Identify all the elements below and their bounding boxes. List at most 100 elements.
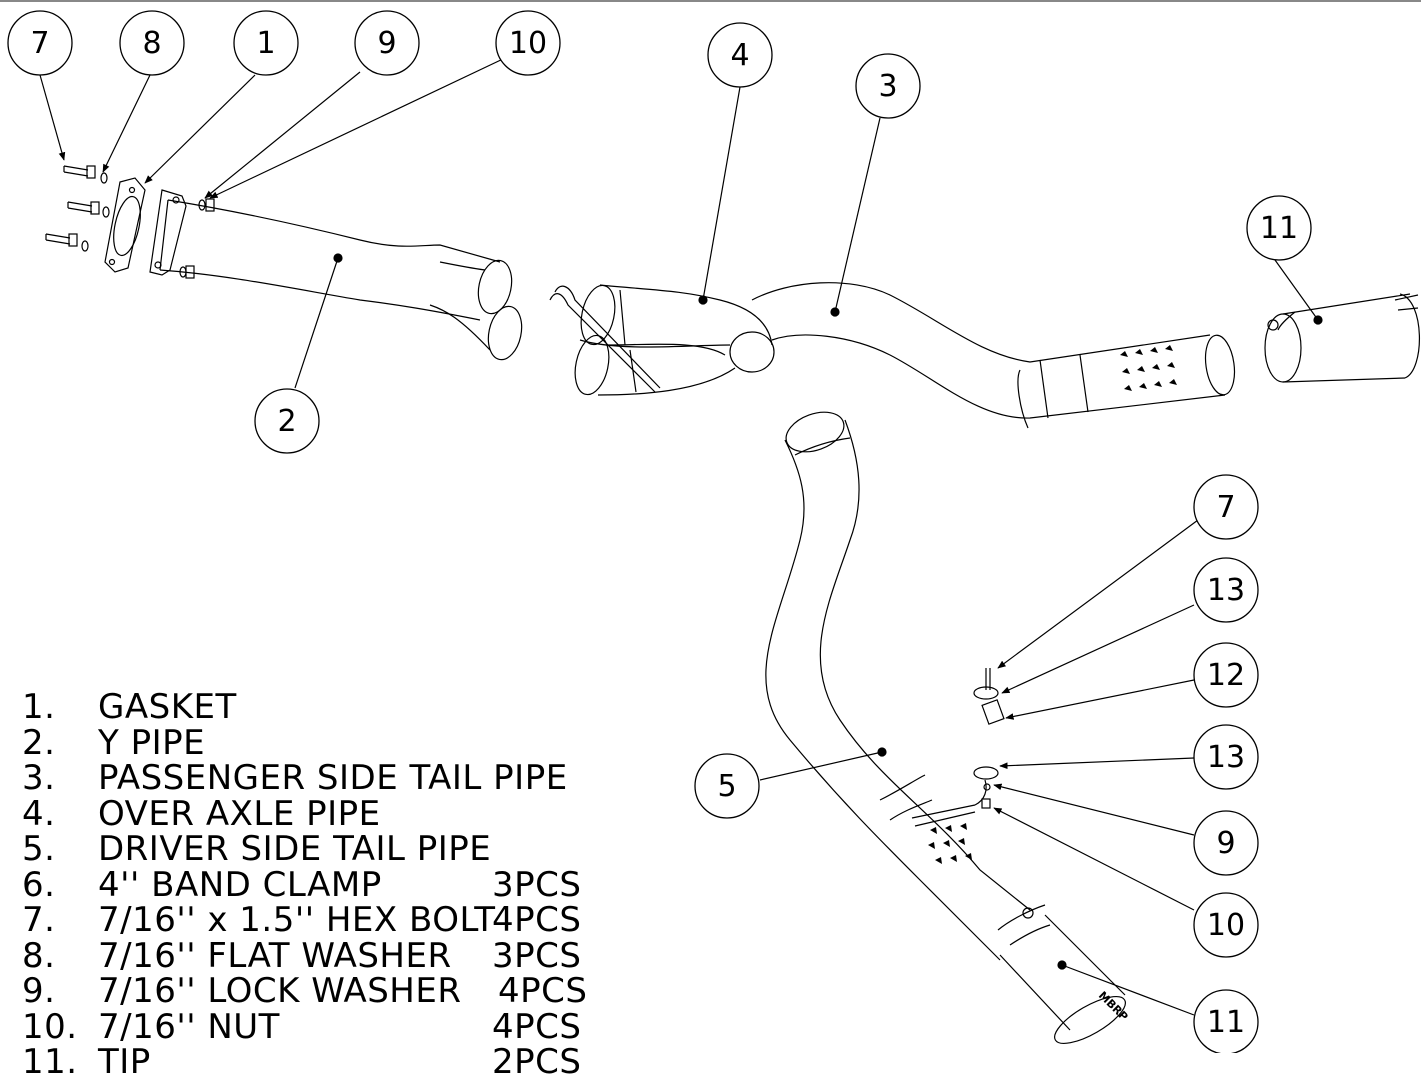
callout-3: 3 xyxy=(855,53,921,119)
callout-9: 9 xyxy=(1193,810,1259,876)
tip-top xyxy=(1264,293,1421,383)
callout-13: 13 xyxy=(1193,557,1259,623)
parts-list-row: 1. GASKET xyxy=(22,687,622,727)
part-number: 3. xyxy=(22,758,56,798)
callout-circle xyxy=(1193,642,1259,708)
part-name: Y PIPE xyxy=(98,722,206,763)
over-axle-pipe xyxy=(549,284,775,396)
parts-list-row: 8. 7/16'' FLAT WASHER 3PCS xyxy=(22,935,622,976)
callout-2: 2 xyxy=(254,388,320,454)
part-name: 7/16'' NUT xyxy=(98,1006,280,1047)
callout-circle xyxy=(7,10,73,76)
part-number: 10. xyxy=(22,1006,78,1047)
parts-list-row: 5. DRIVER SIDE TAIL PIPE xyxy=(22,829,622,869)
top-border xyxy=(0,0,1421,2)
part-quantity: 3PCS xyxy=(492,935,582,976)
part-quantity: 4PCS xyxy=(492,900,582,940)
hanger-bracket xyxy=(911,668,1005,827)
part-number: 6. xyxy=(22,864,56,905)
parts-list-row: 2. Y PIPE xyxy=(22,722,622,763)
parts-list-row: 3. PASSENGER SIDE TAIL PIPE xyxy=(22,758,622,798)
part-number: 2. xyxy=(22,722,56,763)
parts-list-row: 6. 4'' BAND CLAMP 3PCS xyxy=(22,864,622,905)
part-name: 7/16'' x 1.5'' HEX BOLT xyxy=(98,900,496,940)
callout-label: 7 xyxy=(30,26,49,61)
callout-1: 1 xyxy=(233,10,299,76)
callout-7: 7 xyxy=(1193,474,1259,540)
callout-label: 3 xyxy=(878,69,897,104)
part-name: OVER AXLE PIPE xyxy=(98,793,381,834)
part-name: 7/16'' FLAT WASHER xyxy=(98,935,452,976)
callout-circle xyxy=(354,10,420,76)
part-quantity: 4PCS xyxy=(498,971,588,1011)
callout-label: 5 xyxy=(717,769,736,804)
callout-label: 12 xyxy=(1207,658,1245,693)
part-number: 5. xyxy=(22,829,56,869)
callout-circle xyxy=(1193,989,1259,1053)
callout-circle xyxy=(1246,195,1312,261)
parts-list-row: 9. 7/16'' LOCK WASHER 4PCS xyxy=(22,971,622,1011)
exploded-diagram: MBRP 7 8 1 9 10 4 3 11 2 7 13 12 13 5 9 10 11 xyxy=(7,10,1421,1053)
callout-label: 1 xyxy=(256,26,275,61)
parts-list-row: 10. 7/16'' NUT 4PCS xyxy=(22,1006,622,1047)
parts-list-row: 4. OVER AXLE PIPE xyxy=(22,793,622,834)
driver-side-tail-pipe: MBRP xyxy=(765,411,1130,1044)
callout-circle xyxy=(495,10,561,76)
part-name: DRIVER SIDE TAIL PIPE xyxy=(98,829,492,869)
part-quantity: 4PCS xyxy=(492,1006,582,1047)
callout-label: 7 xyxy=(1216,490,1235,525)
callout-circle xyxy=(855,53,921,119)
callout-11: 11 xyxy=(1193,989,1259,1053)
leader-lines xyxy=(39,57,1323,1016)
part-name: 4'' BAND CLAMP xyxy=(98,864,382,905)
callout-12: 12 xyxy=(1193,642,1259,708)
callout-circle xyxy=(1193,892,1259,958)
callout-circle xyxy=(707,22,773,88)
callout-label: 13 xyxy=(1207,573,1245,608)
callout-circle xyxy=(1193,724,1259,790)
gasket xyxy=(104,177,146,273)
callout-label: 11 xyxy=(1207,1005,1245,1040)
part-name: TIP xyxy=(98,1042,151,1082)
part-number: 9. xyxy=(22,971,56,1011)
part-name: 7/16'' LOCK WASHER xyxy=(98,971,462,1011)
part-number: 1. xyxy=(22,687,56,727)
callout-8: 8 xyxy=(119,10,185,76)
callout-label: 4 xyxy=(730,38,749,73)
callout-balloons: 7 8 1 9 10 4 3 11 2 7 13 12 13 5 9 10 11 xyxy=(7,10,1312,1053)
bolts-and-washers xyxy=(45,165,215,279)
part-name: GASKET xyxy=(98,687,237,727)
callout-circle xyxy=(119,10,185,76)
part-number: 8. xyxy=(22,935,56,976)
callout-10: 10 xyxy=(1193,892,1259,958)
callout-7: 7 xyxy=(7,10,73,76)
callout-label: 10 xyxy=(1207,908,1245,943)
callout-11: 11 xyxy=(1246,195,1312,261)
callout-10: 10 xyxy=(495,10,561,76)
callout-9: 9 xyxy=(354,10,420,76)
part-quantity: 3PCS xyxy=(492,864,582,905)
callout-label: 9 xyxy=(1216,826,1235,861)
callout-circle xyxy=(233,10,299,76)
y-pipe xyxy=(149,189,523,361)
callout-circle xyxy=(1193,557,1259,623)
part-name: PASSENGER SIDE TAIL PIPE xyxy=(98,758,568,798)
passenger-side-tail-pipe xyxy=(751,282,1236,429)
callout-circle xyxy=(1193,810,1259,876)
callout-label: 8 xyxy=(142,26,161,61)
callout-circle xyxy=(694,753,760,819)
callout-label: 11 xyxy=(1260,211,1298,246)
callout-circle xyxy=(254,388,320,454)
part-quantity: 2PCS xyxy=(492,1042,582,1082)
callout-4: 4 xyxy=(707,22,773,88)
callout-label: 10 xyxy=(509,26,547,61)
callout-label: 13 xyxy=(1207,740,1245,775)
part-number: 4. xyxy=(22,793,56,834)
callout-13: 13 xyxy=(1193,724,1259,790)
parts-list-row: 11. TIP 2PCS xyxy=(22,1042,622,1082)
callout-circle xyxy=(1193,474,1259,540)
parts-list: 1. GASKET 2. Y PIPE 3. PASSENGER SIDE TAIL PI… xyxy=(22,687,622,1082)
callout-label: 2 xyxy=(277,404,296,439)
part-number: 11. xyxy=(22,1042,78,1082)
